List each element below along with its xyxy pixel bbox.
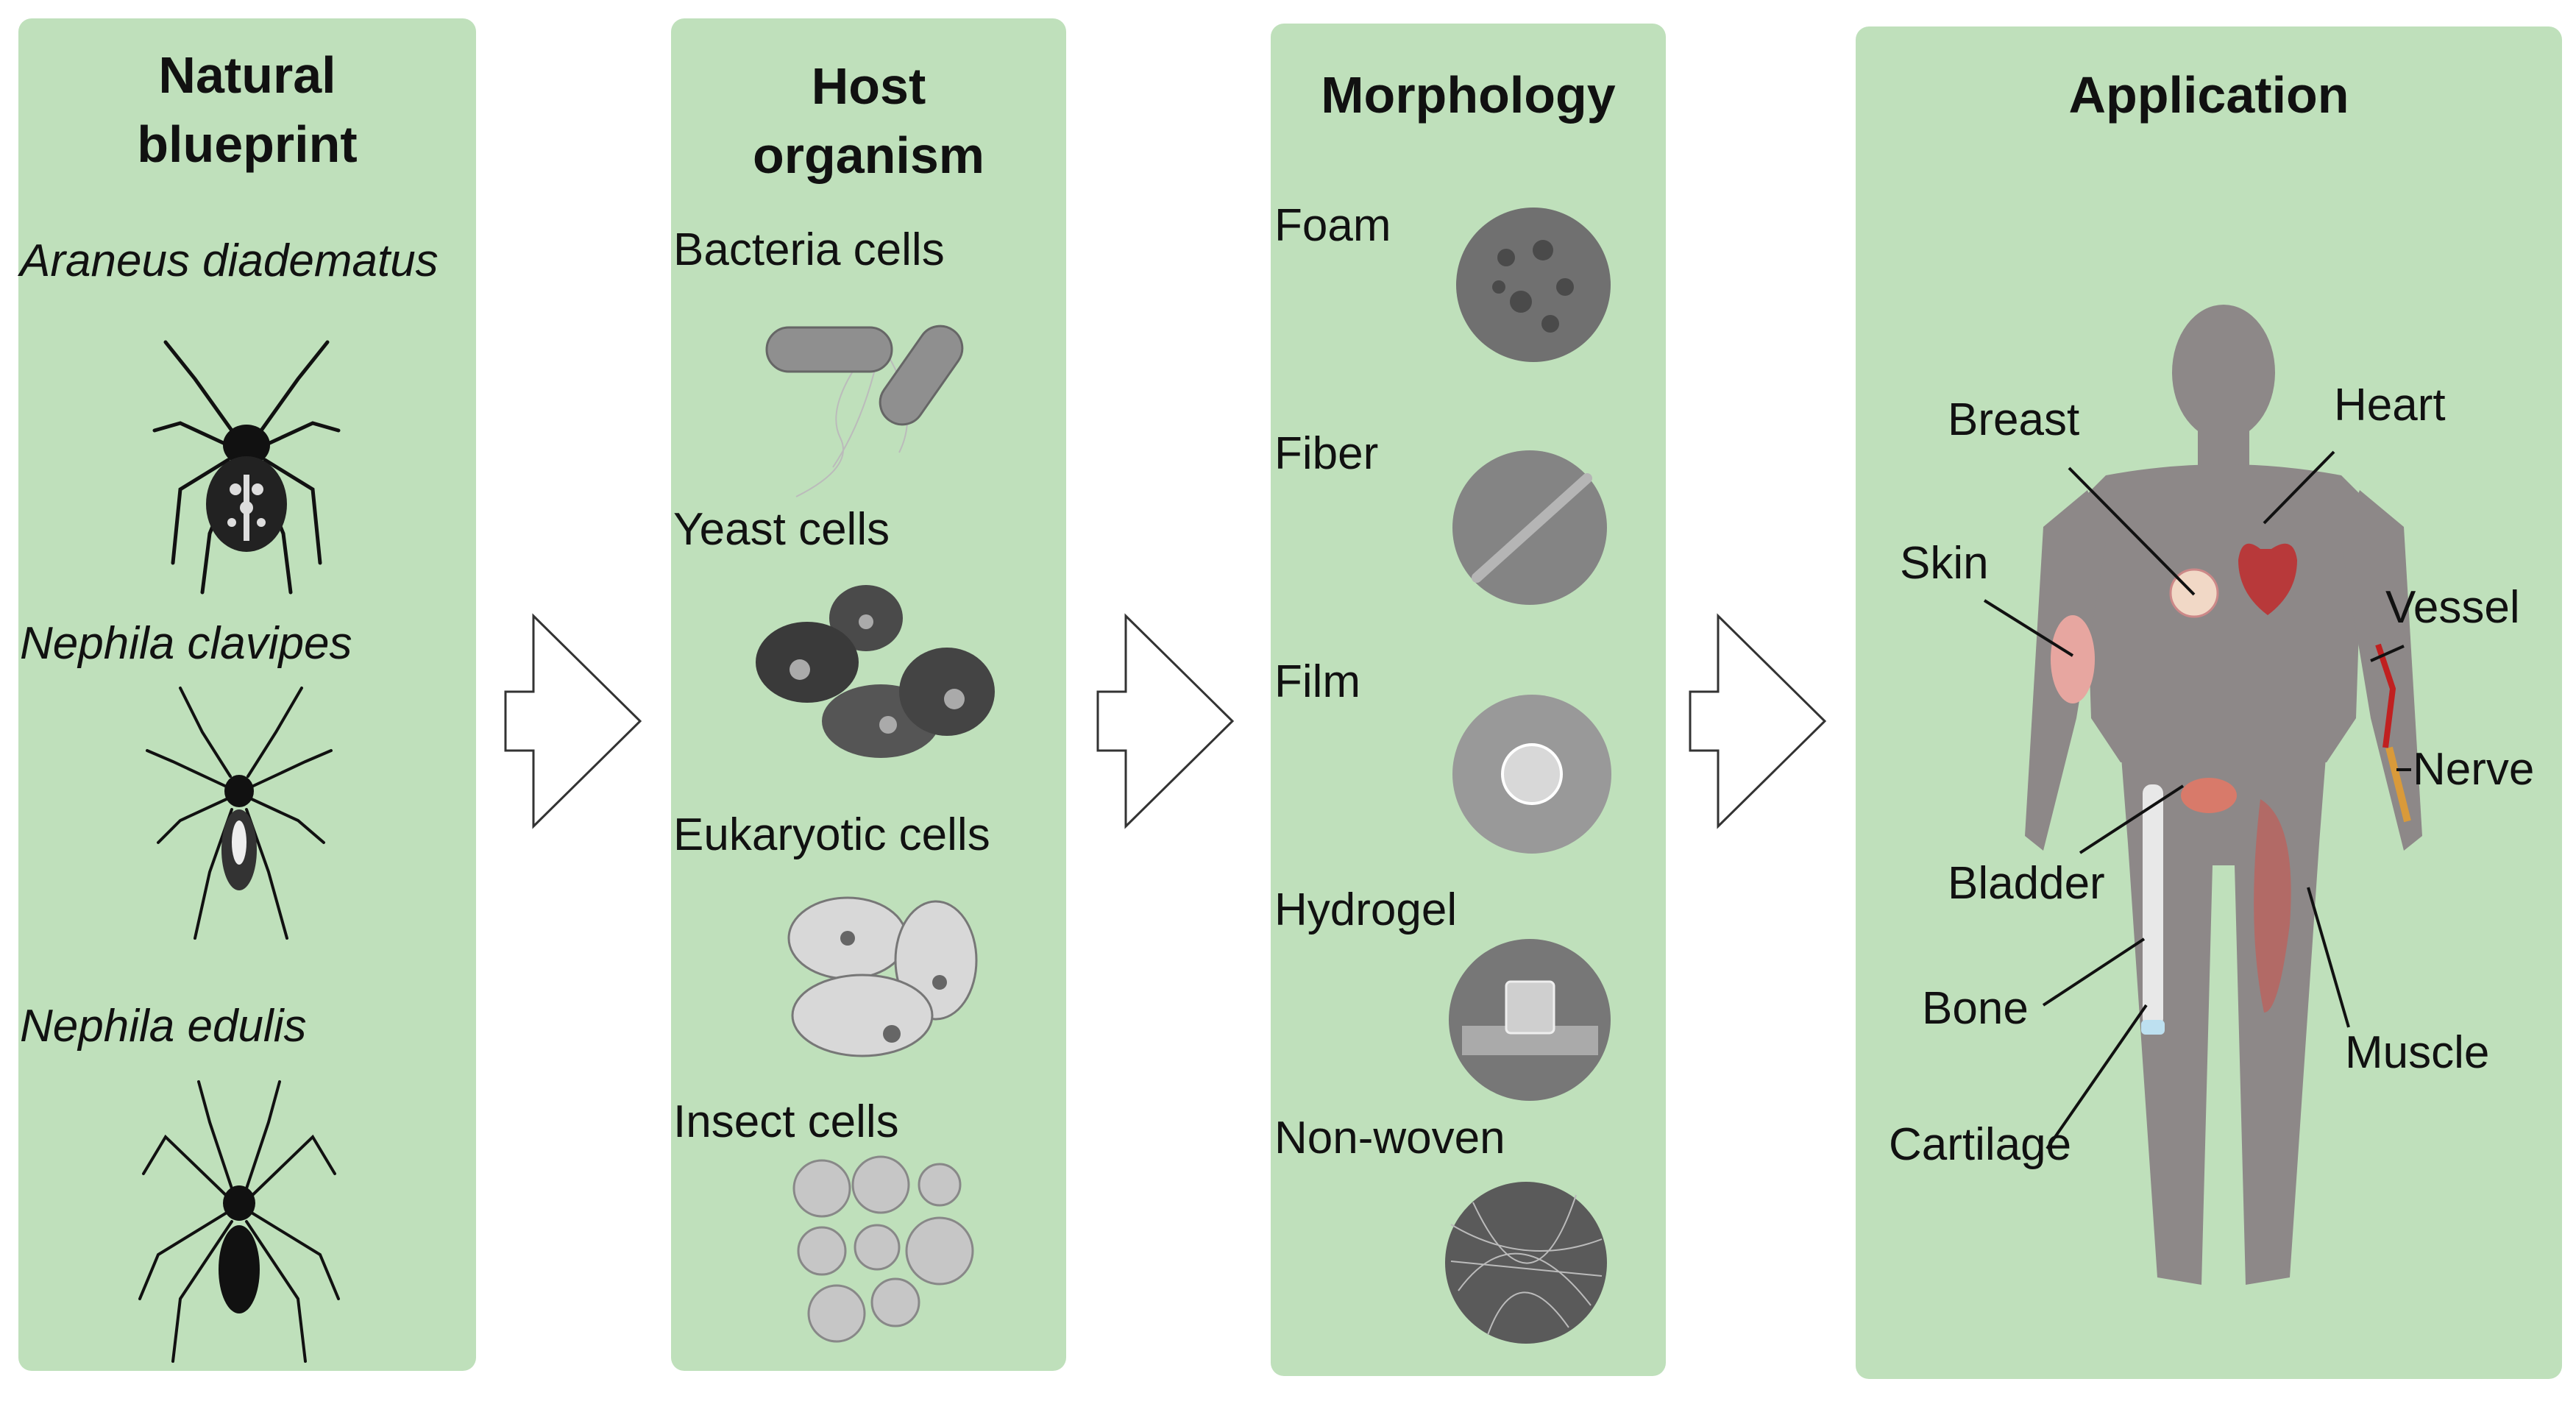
callout-muscle: Muscle <box>2345 1027 2490 1078</box>
human-body-icon <box>2025 305 2422 1285</box>
nephila-clavipes-spider-icon <box>146 687 333 940</box>
title-line-2: organism <box>752 127 985 184</box>
callout-breast: Breast <box>1948 394 2080 445</box>
araneus-spider-icon <box>152 340 341 595</box>
callout-lines <box>1983 450 2411 1150</box>
bacteria-cells-icon <box>765 325 964 497</box>
nerve-organ-icon <box>2385 746 2411 823</box>
morph-label-nonwoven: Non-woven <box>1274 1113 1505 1163</box>
callout-nerve: Nerve <box>2413 744 2535 795</box>
edulis-cephalothorax <box>223 1185 255 1221</box>
fiber-image-icon <box>1452 450 1607 605</box>
bacterium-1 <box>765 326 893 373</box>
bladder-organ-icon <box>2181 778 2237 813</box>
panel-morphology: Morphology Foam Fiber Film Hydrogel Non-… <box>1271 24 1666 1376</box>
flow-arrow-1 <box>504 613 642 829</box>
panel-title: Morphology <box>1321 66 1616 124</box>
morph-label-film: Film <box>1274 656 1361 707</box>
flow-arrow-3 <box>1689 613 1827 829</box>
host-label-yeast: Yeast cells <box>673 504 890 555</box>
callout-vessel: Vessel <box>2385 582 2520 633</box>
title-line-1: Host <box>811 57 926 115</box>
skin-organ-icon <box>2051 615 2095 703</box>
host-label-insect: Insect cells <box>673 1096 899 1147</box>
title-line-2: blueprint <box>137 116 358 173</box>
panel-application: Application <box>1856 26 2562 1379</box>
callout-heart: Heart <box>2334 380 2446 430</box>
host-label-eukaryotic: Eukaryotic cells <box>673 809 990 860</box>
flow-arrow-2 <box>1096 613 1235 829</box>
panel-host-organism: Host organism Bacteria cells Yeast cells… <box>671 18 1066 1371</box>
callout-bladder: Bladder <box>1948 858 2105 909</box>
nonwoven-image-icon <box>1445 1182 1607 1344</box>
insect-cells-icon <box>792 1155 974 1343</box>
clavipes-cephalothorax <box>224 775 254 807</box>
callout-bone: Bone <box>1922 983 2029 1034</box>
muscle-organ-icon <box>2254 799 2291 1013</box>
edulis-abdomen <box>219 1225 260 1313</box>
eukaryotic-cells-icon <box>787 896 978 1057</box>
foam-image-icon <box>1456 208 1611 362</box>
panel-natural-blueprint: Natural blueprint Araneus diadematus Nep… <box>18 18 476 1371</box>
title-line-1: Natural <box>158 46 336 104</box>
morph-label-fiber: Fiber <box>1274 428 1379 479</box>
host-label-bacteria: Bacteria cells <box>673 224 945 275</box>
panel-title: Host organism <box>671 52 1066 190</box>
vessel-organ-icon <box>2375 643 2396 748</box>
callout-skin: Skin <box>1900 538 1989 589</box>
bacterium-2 <box>879 325 964 426</box>
hydrogel-image-icon <box>1449 939 1611 1101</box>
heart-organ-icon <box>2238 543 2297 615</box>
species-label-2: Nephila clavipes <box>20 618 352 669</box>
callout-cartilage: Cartilage <box>1889 1119 2072 1170</box>
bone-organ-icon <box>2143 784 2163 1027</box>
panel-title: Application <box>2068 66 2349 124</box>
species-label-1: Araneus diadematus <box>20 235 439 286</box>
morph-label-hydrogel: Hydrogel <box>1274 884 1458 935</box>
species-label-3: Nephila edulis <box>20 1001 307 1052</box>
araneus-cephalothorax <box>223 425 270 466</box>
panel-title: Natural blueprint <box>18 40 476 179</box>
yeast-cells-icon <box>756 585 995 758</box>
morph-label-foam: Foam <box>1274 200 1391 251</box>
cartilage-organ-icon <box>2141 1020 2165 1035</box>
film-image-icon <box>1452 695 1611 854</box>
nephila-edulis-spider-icon <box>138 1080 340 1363</box>
